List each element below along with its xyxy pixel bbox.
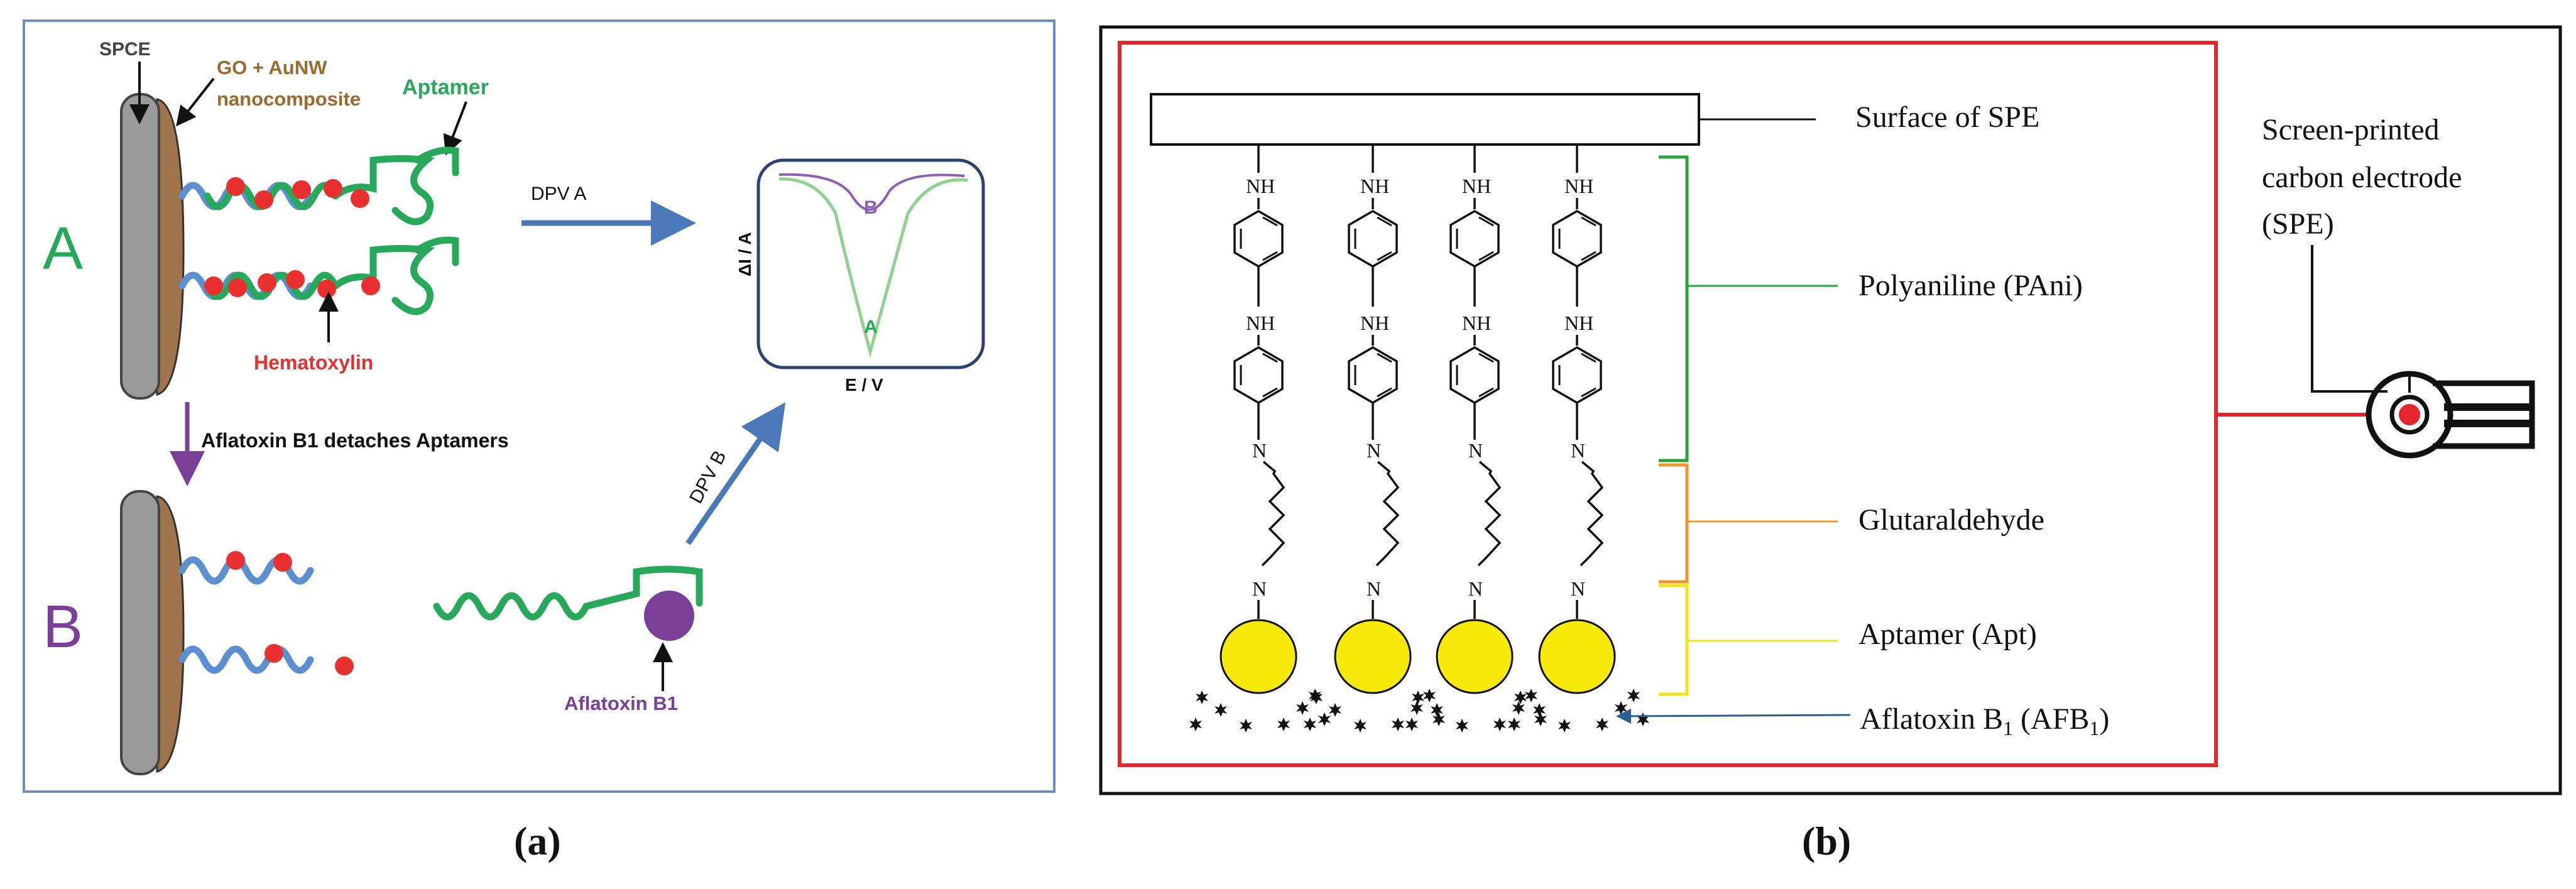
glutaraldehyde-chain bbox=[1261, 461, 1285, 567]
n-label: N bbox=[1571, 439, 1585, 462]
dna-single-b2 bbox=[182, 644, 354, 675]
n-label: N bbox=[1571, 577, 1585, 600]
hematoxylin-label: Hematoxylin bbox=[254, 351, 373, 374]
aptamer-bead bbox=[1436, 619, 1514, 694]
spe-label-line1: Screen-printed bbox=[2262, 113, 2440, 146]
aptamer-bead bbox=[1334, 619, 1412, 694]
nh-label: NH bbox=[1462, 312, 1491, 334]
nh-label: NH bbox=[1360, 175, 1389, 197]
graph-xlabel: E / V bbox=[845, 375, 883, 395]
spe-icon bbox=[2366, 371, 2535, 459]
spe-surface bbox=[1150, 93, 1700, 146]
glut-bracket bbox=[1659, 463, 1689, 584]
nh-label: NH bbox=[1246, 175, 1275, 197]
curve-b bbox=[778, 173, 965, 211]
spce-label: SPCE bbox=[99, 39, 151, 60]
spe-label-line2: carbon electrode bbox=[2262, 161, 2462, 194]
chain-2: NH NH N N bbox=[1304, 145, 1445, 733]
dpv-a-label: DPV A bbox=[531, 183, 586, 204]
n-label: N bbox=[1468, 577, 1483, 600]
aptamer-aflatoxin-complex bbox=[433, 565, 703, 641]
caption-b: (b) bbox=[1802, 819, 1851, 863]
glutaraldehyde-chain bbox=[1477, 461, 1502, 567]
aptamer-label: Aptamer bbox=[402, 75, 489, 99]
nh-label: NH bbox=[1246, 312, 1275, 334]
aptamer-bead bbox=[1220, 619, 1297, 694]
surface-label: Surface of SPE bbox=[1855, 101, 2039, 134]
caption-a: (a) bbox=[514, 819, 561, 863]
pani-bracket bbox=[1659, 155, 1689, 462]
n-label: N bbox=[1468, 439, 1483, 462]
electrode-a bbox=[120, 93, 185, 400]
panel-b: Surface of SPE NHNHNNNHNHNNNHNHNNNHNHNN … bbox=[1099, 25, 2562, 795]
afb1-label: Aflatoxin B1 (AFB1) bbox=[1860, 702, 2109, 739]
chain-1: NH NH N N bbox=[1189, 145, 1331, 733]
state-a-label: A bbox=[43, 215, 83, 282]
chain-4: NH NH N N bbox=[1508, 145, 1649, 733]
aflatoxin-label: Aflatoxin B1 bbox=[564, 692, 678, 714]
aptamer-bead bbox=[1538, 619, 1616, 694]
state-b-label: B bbox=[43, 593, 83, 660]
n-label: N bbox=[1252, 439, 1267, 462]
nanocomposite-label: nanocomposite bbox=[217, 88, 361, 110]
dna-duplex-a1 bbox=[182, 146, 459, 226]
curve-a bbox=[778, 177, 968, 358]
red-frame bbox=[1118, 41, 2218, 767]
nh-label: NH bbox=[1462, 175, 1491, 197]
dpv-graph: ΔI / A E / V B A bbox=[735, 158, 985, 395]
glutaraldehyde-chain bbox=[1375, 461, 1400, 567]
dna-single-b1 bbox=[182, 551, 310, 581]
pani-label: Polyaniline (PAni) bbox=[1858, 269, 2083, 302]
glutaraldehyde-chain bbox=[1580, 461, 1604, 567]
curve-b-label: B bbox=[864, 197, 878, 218]
pani-chains: NH NH N N NH NH N N NH NH N N NH NH N N bbox=[1189, 145, 1649, 733]
curve-a-label: A bbox=[864, 317, 878, 337]
panel-a: SPCE GO + AuNW nanocomposite Aptamer bbox=[23, 19, 1056, 793]
go-auNW-label: GO + AuNW bbox=[217, 57, 327, 79]
panel-a-border bbox=[23, 19, 1056, 793]
glutaraldehyde-label: Glutaraldehyde bbox=[1858, 503, 2044, 537]
spe-label-line3: (SPE) bbox=[2262, 207, 2334, 241]
electrode-b bbox=[120, 490, 185, 775]
dna-duplex-a2 bbox=[182, 236, 459, 315]
graph-ylabel: ΔI / A bbox=[735, 232, 755, 276]
n-label: N bbox=[1367, 439, 1381, 462]
n-label: N bbox=[1252, 577, 1267, 600]
nh-label: NH bbox=[1564, 312, 1593, 334]
detach-label: Aflatoxin B1 detaches Aptamers bbox=[201, 429, 509, 452]
nh-label: NH bbox=[1360, 312, 1389, 334]
chain-3: NH NH N N bbox=[1405, 145, 1547, 733]
nh-label: NH bbox=[1564, 175, 1593, 197]
aptamer-apt-label: Aptamer (Apt) bbox=[1858, 618, 2037, 651]
n-label: N bbox=[1367, 577, 1381, 600]
